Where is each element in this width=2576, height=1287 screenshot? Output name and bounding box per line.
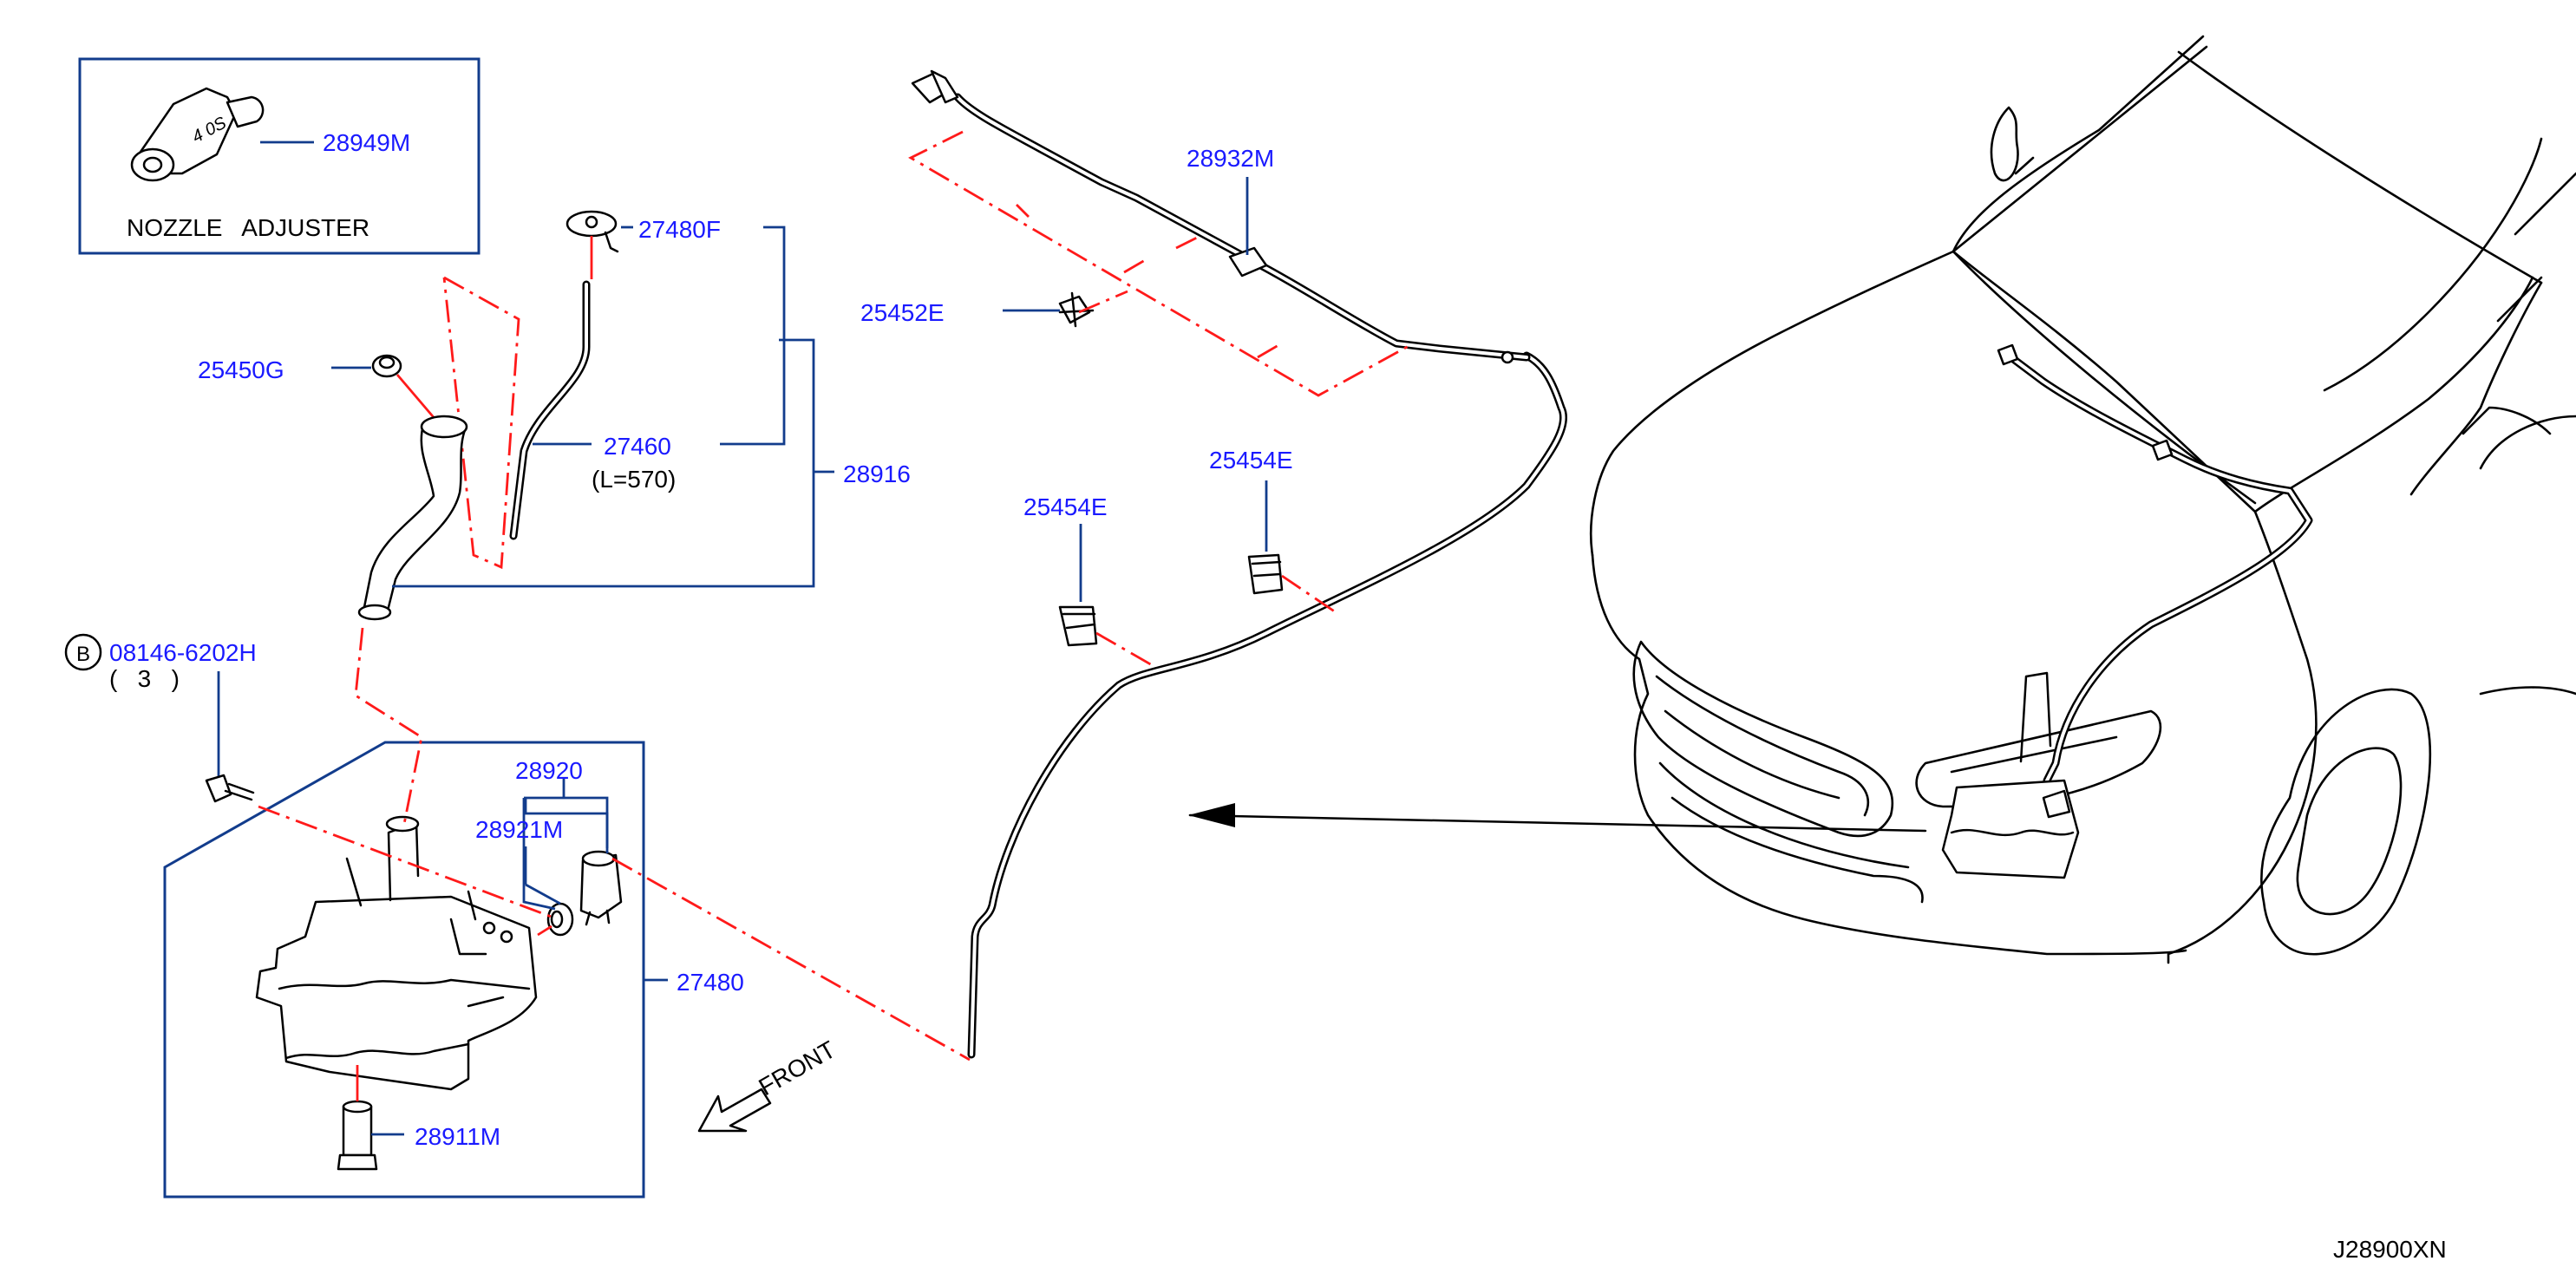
label-27460: 27460 (604, 433, 671, 460)
clip-25454E-right (1247, 553, 1284, 595)
label-28916: 28916 (843, 461, 911, 487)
label-27460-length: (L=570) (592, 466, 676, 493)
washer-tank-27480 (255, 815, 538, 1091)
nozzle-adjuster-caption: NOZZLE ADJUSTER (127, 214, 369, 241)
vehicle-view (1188, 35, 2576, 964)
filler-neck-28916 (357, 415, 468, 621)
filler-tube-27460 (509, 280, 591, 540)
label-27480: 27480 (677, 969, 744, 996)
front-arrow: FRONT (697, 1035, 840, 1133)
filler-assembly: 27480F 27460 (L=570) 25450G 28916 (198, 210, 911, 621)
diagram-code: J28900XN (2333, 1236, 2447, 1263)
label-28921M: 28921M (475, 816, 563, 843)
label-28932M: 28932M (1187, 145, 1274, 172)
clip-25452E (1058, 291, 1095, 328)
cap-25450G (371, 354, 402, 378)
label-25454E-left: 25454E (1023, 493, 1108, 520)
bolt-symbol: B (76, 643, 90, 666)
label-27480F: 27480F (638, 216, 721, 243)
label-25450G: 25450G (198, 356, 284, 383)
washer-pump-28920 (579, 850, 623, 926)
nozzle-adjuster-inset: 4 0S 28949M NOZZLE ADJUSTER (78, 57, 481, 255)
bolt-08146-6202H: B 08146-6202H ( 3 ) (64, 633, 257, 803)
reservoir-box: 27480 28920 28921M (163, 741, 744, 1199)
label-28911M: 28911M (415, 1123, 500, 1150)
nozzle-adjuster-tool: 4 0S (130, 87, 265, 182)
label-28920: 28920 (515, 757, 583, 784)
washer-hose-28932M (911, 69, 1568, 1059)
label-25454E-right: 25454E (1209, 447, 1293, 474)
label-bolt-qty: ( 3 ) (109, 665, 180, 692)
front-label: FRONT (755, 1035, 840, 1101)
label-08146-6202H: 08146-6202H (109, 639, 257, 666)
label-25452E: 25452E (860, 299, 945, 326)
level-sensor-28911M (337, 1100, 378, 1171)
label-28949M: 28949M (323, 129, 410, 156)
clip-25454E-left (1058, 605, 1098, 647)
